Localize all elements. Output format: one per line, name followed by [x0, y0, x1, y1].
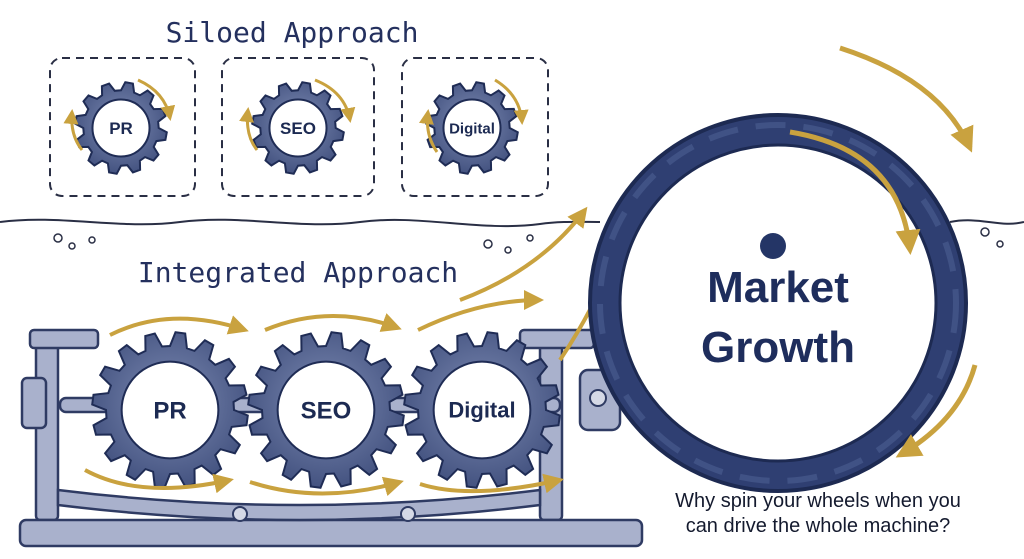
wheel-hub: [760, 233, 786, 259]
siloed-box-digital: [401, 57, 549, 197]
gear-hub: [120, 360, 220, 460]
siloed-gear-digital: Digital: [425, 81, 519, 175]
siloed-gear-digital-label: Digital: [449, 120, 495, 137]
divider-line-right: [949, 219, 1024, 225]
wheel-rotation-arrows: [789, 45, 978, 458]
integrated-gear-digital: Digital: [403, 331, 561, 489]
wheel-label-growth: Growth: [701, 323, 855, 372]
siloed-gear-pr-label: PR: [109, 119, 133, 138]
integrated-gear-pr: PR: [91, 331, 249, 489]
integrated-gear-seo-label: SEO: [301, 397, 352, 424]
gear-hub: [91, 98, 151, 158]
wheel-label-market: Market: [707, 263, 849, 312]
tagline-line-1: Why spin your wheels when you: [675, 490, 961, 512]
integrated-gear-seo: SEO: [247, 331, 405, 489]
gear-hub: [268, 98, 328, 158]
siloed-box-pr: [49, 57, 196, 197]
siloed-gear-pr: PR: [74, 81, 168, 175]
integrated-gear-digital-label: Digital: [448, 398, 515, 423]
divider-line: [0, 218, 601, 228]
bubbles: [53, 227, 1004, 254]
siloed-approach-title: Siloed Approach: [166, 16, 419, 49]
gear-hub: [442, 98, 502, 158]
market-growth-wheel: [588, 113, 968, 493]
siloed-gear-seo: SEO: [251, 81, 345, 175]
gear-hub: [432, 360, 532, 460]
frame-bolts: [232, 389, 607, 522]
siloed-rotation-arrows: [63, 78, 529, 153]
gear-hub: [276, 360, 376, 460]
siloed-box-seo: [221, 57, 375, 197]
integrated-approach-title: Integrated Approach: [138, 256, 458, 289]
siloed-gear-seo-label: SEO: [280, 119, 316, 138]
tagline-line-2: can drive the whole machine?: [686, 515, 951, 537]
integrated-gear-pr-label: PR: [153, 397, 186, 424]
